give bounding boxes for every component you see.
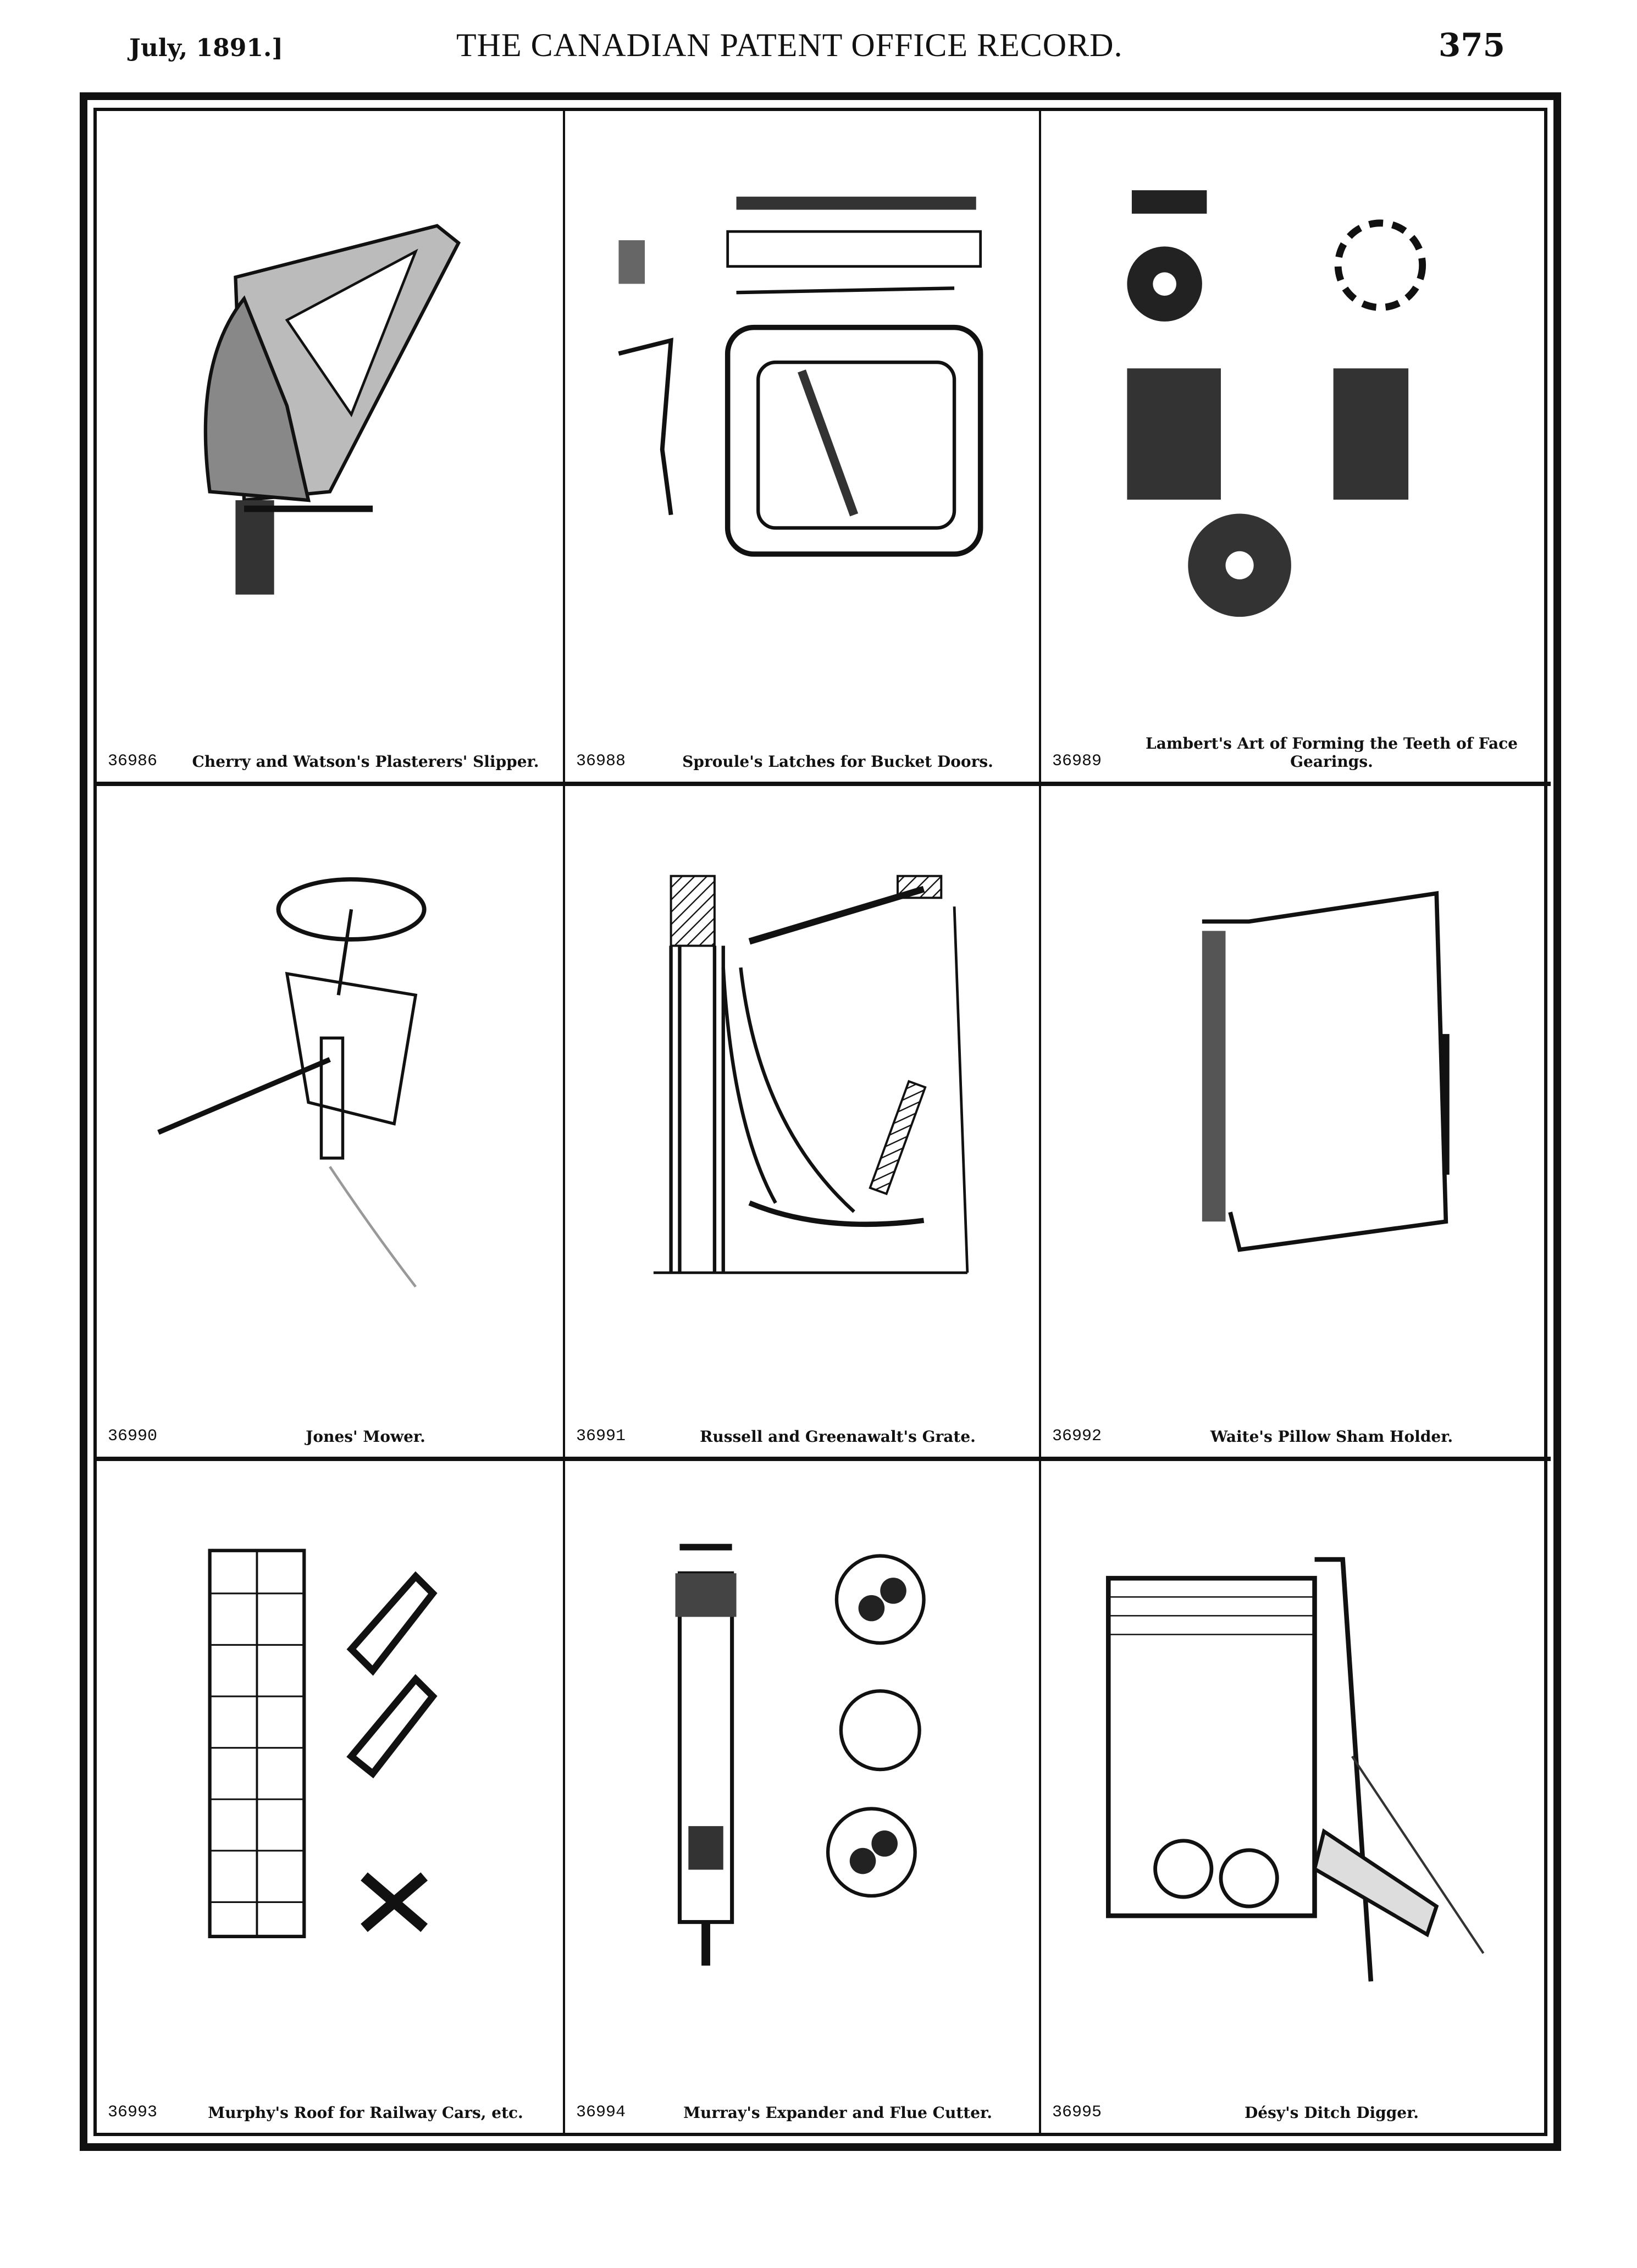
- patent-caption: 36988 Sproule's Latches for Bucket Doors…: [576, 752, 1028, 771]
- patent-number: 36988: [576, 752, 626, 771]
- plate-grid: 36986 Cherry and Watson's Plasterers' Sl…: [93, 108, 1551, 2136]
- page-number: 375: [1438, 26, 1505, 64]
- ditch-digger-illustration: [1106, 1557, 1485, 1982]
- patent-number: 36986: [108, 752, 158, 771]
- patent-title: Désy's Ditch Digger.: [1244, 2104, 1419, 2122]
- patent-number: 36989: [1052, 752, 1102, 771]
- patent-panel-36990: 36990 Jones' Mower.: [97, 786, 565, 1461]
- patent-title: Jones' Mower.: [306, 1428, 425, 1446]
- patent-panel-36991: 36991 Russell and Greenawalt's Grate.: [565, 786, 1041, 1461]
- patent-number: 36990: [108, 1427, 158, 1446]
- patent-title: Cherry and Watson's Plasterers' Slipper.: [192, 753, 539, 771]
- pillow-sham-holder-illustration: [1202, 891, 1450, 1253]
- patent-caption: 36991 Russell and Greenawalt's Grate.: [576, 1427, 1028, 1446]
- patent-caption: 36986 Cherry and Watson's Plasterers' Sl…: [108, 752, 552, 771]
- bucket-door-latch-illustration: [618, 197, 983, 557]
- patent-number: 36992: [1052, 1427, 1102, 1446]
- page-title: THE CANADIAN PATENT OFFICE RECORD.: [456, 27, 1123, 63]
- patent-panel-36993: 36993 Murphy's Roof for Railway Cars, et…: [97, 1461, 565, 2133]
- patent-caption: 36992 Waite's Pillow Sham Holder.: [1052, 1427, 1540, 1446]
- patent-title: Lambert's Art of Forming the Teeth of Fa…: [1146, 734, 1518, 771]
- patent-panel-36994: 36994 Murray's Expander and Flue Cutter.: [565, 1461, 1041, 2133]
- patent-panel-36986: 36986 Cherry and Watson's Plasterers' Sl…: [97, 111, 565, 786]
- railway-car-roof-illustration: [208, 1549, 438, 1939]
- mower-illustration: [157, 877, 427, 1288]
- patent-caption: 36995 Désy's Ditch Digger.: [1052, 2103, 1540, 2122]
- patent-panel-36992: 36992 Waite's Pillow Sham Holder.: [1041, 786, 1551, 1461]
- patent-number: 36991: [576, 1427, 626, 1446]
- face-gearing-illustration: [1127, 190, 1426, 617]
- patent-caption: 36990 Jones' Mower.: [108, 1427, 552, 1446]
- patent-title: Sproule's Latches for Bucket Doors.: [682, 753, 993, 771]
- patent-title: Murphy's Roof for Railway Cars, etc.: [208, 2104, 523, 2122]
- header-date: July, 1891.]: [129, 34, 284, 62]
- patent-panel-36989: 36989 Lambert's Art of Forming the Teeth…: [1041, 111, 1551, 786]
- patent-number: 36994: [576, 2103, 626, 2122]
- patent-title: Waite's Pillow Sham Holder.: [1210, 1428, 1453, 1446]
- patent-title: Murray's Expander and Flue Cutter.: [683, 2104, 992, 2122]
- patent-title: Russell and Greenawalt's Grate.: [700, 1428, 976, 1446]
- grate-illustration: [654, 875, 969, 1275]
- patent-panel-36988: 36988 Sproule's Latches for Bucket Doors…: [565, 111, 1041, 786]
- patent-number: 36995: [1052, 2103, 1102, 2122]
- outer-border: [80, 92, 1561, 2151]
- patent-caption: 36993 Murphy's Roof for Railway Cars, et…: [108, 2103, 552, 2122]
- plasterers-slipper-illustration: [203, 224, 461, 595]
- flue-cutter-illustration: [676, 1544, 926, 1966]
- patent-panel-36995: 36995 Désy's Ditch Digger.: [1041, 1461, 1551, 2133]
- patent-caption: 36994 Murray's Expander and Flue Cutter.: [576, 2103, 1028, 2122]
- patent-number: 36993: [108, 2103, 158, 2122]
- patent-caption: 36989 Lambert's Art of Forming the Teeth…: [1052, 734, 1540, 771]
